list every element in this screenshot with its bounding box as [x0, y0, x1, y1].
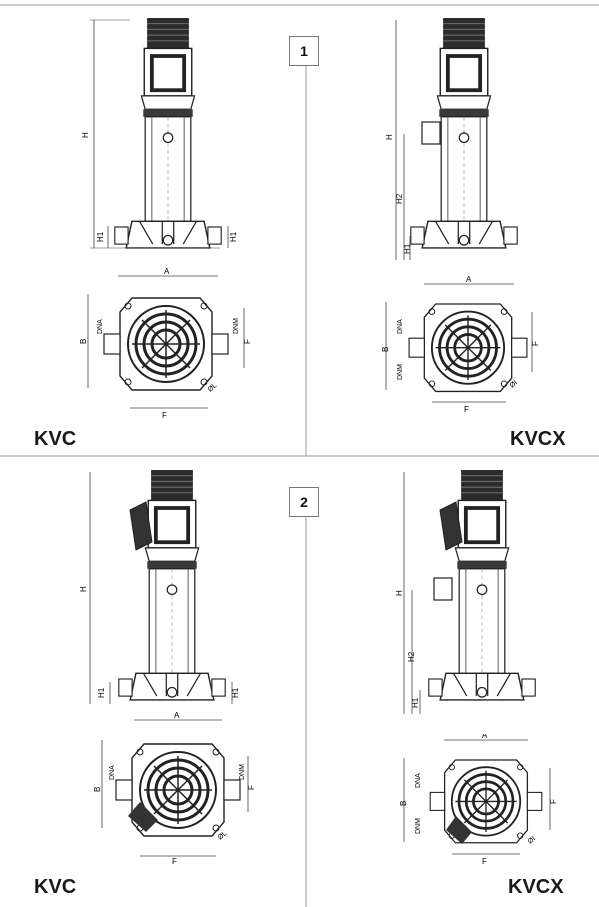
dim-label-dna-2: DNA — [109, 765, 116, 780]
model-label-kvc: KVC — [34, 428, 77, 450]
dim-label-h-2: H — [79, 586, 88, 592]
dim-label-a: A — [164, 268, 170, 276]
dim-label-l-2: ØL — [217, 830, 229, 841]
dim-label-f-vertical-kvcx: F — [531, 341, 540, 346]
dim-label-h-kvcx: H — [385, 134, 394, 140]
dim-label-h: H — [81, 132, 90, 138]
dim-label-f-kvcx: F — [464, 405, 469, 414]
dim-label-f-kvcx-2: F — [482, 857, 487, 866]
dim-label-a-2: A — [174, 712, 180, 720]
panel-number: 2 — [300, 494, 308, 510]
kvcx-top-view-drawing: A B DNA DNM F F ØI — [381, 276, 540, 414]
kvcx-side-elevation-drawing-2: H H2 H1 — [395, 468, 538, 714]
dim-label-f-vertical: F — [243, 339, 252, 344]
dim-label-h1-kvcx: H1 — [403, 243, 412, 254]
dim-label-h1-kvcx-2: H1 — [411, 697, 420, 708]
dim-label-f-vertical-kvcx-2: F — [549, 799, 558, 804]
dim-label-dnm-kvcx: DNM — [397, 364, 404, 380]
dim-label-f-vertical-2: F — [247, 785, 256, 790]
dim-label-b-2: B — [93, 787, 102, 792]
kvc-side-elevation-drawing: H H1 H1 — [81, 16, 238, 250]
kvcx-side-elevation-drawing: H H2 H1 — [385, 16, 520, 260]
dim-label-b-kvcx: B — [381, 347, 390, 352]
kvcx-top-view-drawing-2: A B DNA DNM F F ØI — [399, 734, 558, 866]
panel-number: 1 — [300, 43, 308, 59]
dim-label-i-kvcx-2: ØI — [527, 835, 537, 845]
dim-label-a-kvcx: A — [466, 276, 472, 284]
panel-number-badge: 2 — [289, 487, 319, 517]
dim-label-dnm-2: DNM — [239, 764, 246, 780]
dim-label-f: F — [162, 411, 167, 418]
dim-label-a-kvcx-2: A — [482, 734, 488, 740]
model-label-kvc: KVC — [34, 876, 77, 898]
dim-label-h2: H2 — [395, 193, 404, 204]
panel-number-badge: 1 — [289, 36, 319, 66]
dim-label-h1-right: H1 — [229, 231, 238, 242]
dim-label-b: B — [79, 339, 88, 344]
dim-label-b-kvcx-2: B — [399, 801, 408, 806]
dim-label-dna: DNA — [97, 319, 104, 334]
kvc-top-view-drawing: A B DNA DNM F F ØL — [79, 268, 252, 418]
dim-label-h1-left: H1 — [96, 231, 105, 242]
dim-label-dna-kvcx: DNA — [397, 319, 404, 334]
dim-label-dnm: DNM — [233, 318, 240, 334]
kvc-side-elevation-drawing-2: H H1 H1 — [79, 468, 240, 704]
dim-label-h2-2: H2 — [407, 651, 416, 662]
dim-label-f-2: F — [172, 857, 177, 864]
dim-label-h1-right-2: H1 — [231, 687, 240, 698]
dim-label-h1-left-2: H1 — [97, 687, 106, 698]
kvc-top-view-drawing-2: A B DNA DNM F F ØL — [93, 712, 256, 864]
model-label-kvcx: KVCX — [508, 876, 564, 898]
dim-label-l: ØL — [207, 382, 219, 393]
dim-label-i-kvcx: ØI — [509, 379, 519, 389]
model-label-kvcx: KVCX — [510, 428, 566, 450]
dim-label-dna-kvcx-2: DNA — [415, 773, 422, 788]
dim-label-h-kvcx-2: H — [395, 590, 404, 596]
dim-label-dnm-kvcx-2: DNM — [415, 818, 422, 834]
